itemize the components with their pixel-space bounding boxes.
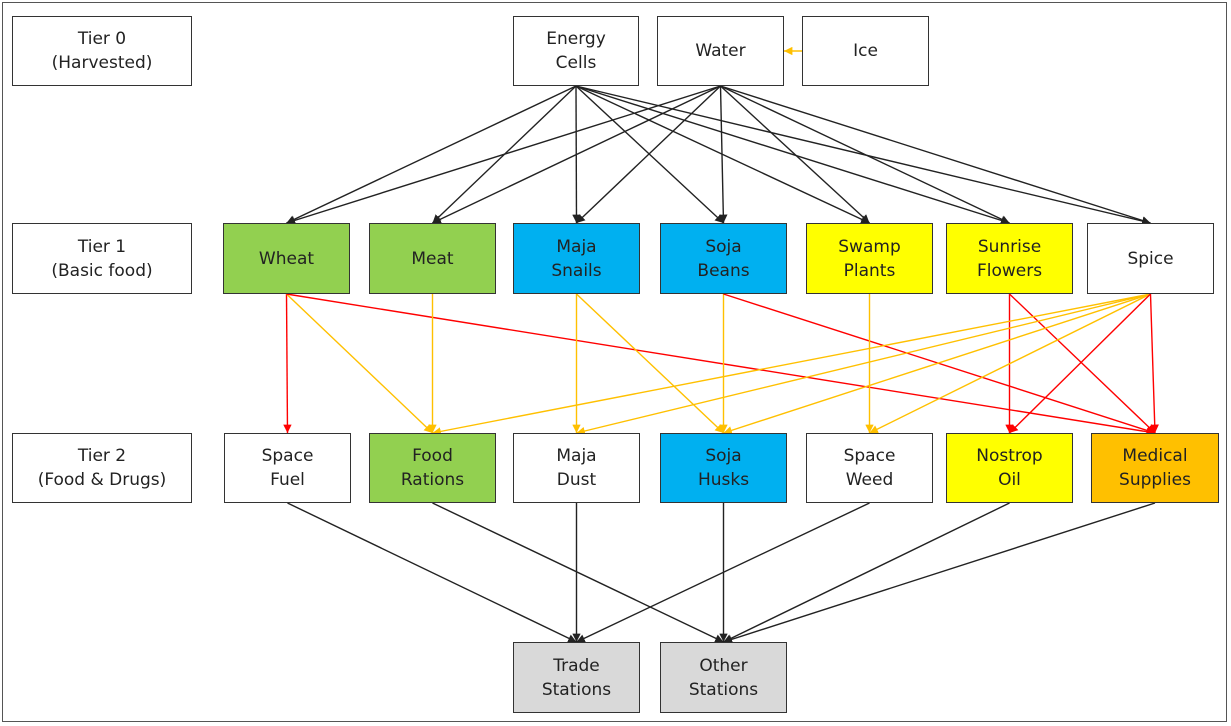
node-sunrise-flowers[interactable]: Sunrise Flowers xyxy=(946,223,1073,294)
edge-water-to-meat xyxy=(432,85,721,224)
tier-1-label: Tier 1 (Basic food) xyxy=(12,223,192,294)
tier-0-label: Tier 0 (Harvested) xyxy=(12,16,192,86)
node-food-rations[interactable]: Food Rations xyxy=(369,433,496,503)
node-nostrop-oil[interactable]: Nostrop Oil xyxy=(946,433,1073,503)
edge-spice-to-space_weed xyxy=(869,293,1151,434)
edge-space_fuel-to-trade_stations xyxy=(287,502,577,643)
edge-water-to-spice xyxy=(720,85,1151,225)
edge-spice-to-food_rations xyxy=(432,293,1151,436)
node-soja-beans[interactable]: Soja Beans xyxy=(660,223,787,294)
tier-2-label: Tier 2 (Food & Drugs) xyxy=(12,433,192,503)
edge-spice-to-medical_supplies xyxy=(1149,293,1159,434)
node-space-fuel[interactable]: Space Fuel xyxy=(224,433,351,503)
edge-water-to-soja_beans xyxy=(719,85,728,224)
edge-water-to-maja_snails xyxy=(576,85,721,224)
edge-energy_cells-to-wheat xyxy=(286,85,577,224)
edge-water-to-swamp_plants xyxy=(720,85,870,224)
edge-spice-to-nostrop_oil xyxy=(1009,293,1151,434)
edge-energy_cells-to-sunrise_flowers xyxy=(575,85,1010,225)
node-wheat[interactable]: Wheat xyxy=(223,223,350,294)
edge-water-to-wheat xyxy=(286,85,721,225)
edge-energy_cells-to-swamp_plants xyxy=(575,85,870,224)
edge-wheat-to-food_rations xyxy=(286,293,433,434)
node-water[interactable]: Water xyxy=(657,16,784,86)
edge-wheat-to-medical_supplies xyxy=(286,293,1156,436)
edge-spice-to-maja_dust xyxy=(576,293,1151,436)
node-space-weed[interactable]: Space Weed xyxy=(806,433,933,503)
edge-maja_snails-to-soja_husks xyxy=(576,293,724,434)
node-maja-dust[interactable]: Maja Dust xyxy=(513,433,640,503)
node-ice[interactable]: Ice xyxy=(802,16,929,86)
edge-water-to-sunrise_flowers xyxy=(720,85,1010,224)
edge-food_rations-to-other_stations xyxy=(432,502,724,643)
node-maja-snails[interactable]: Maja Snails xyxy=(513,223,640,294)
node-energy-cells[interactable]: Energy Cells xyxy=(513,16,639,86)
node-medical-supplies[interactable]: Medical Supplies xyxy=(1091,433,1219,503)
node-swamp-plants[interactable]: Swamp Plants xyxy=(806,223,933,294)
node-spice[interactable]: Spice xyxy=(1087,223,1214,294)
edge-wheat-to-space_fuel xyxy=(283,293,292,434)
edge-nostrop_oil-to-other_stations xyxy=(723,502,1010,643)
edge-spice-to-soja_husks xyxy=(723,293,1151,435)
edge-energy_cells-to-soja_beans xyxy=(575,85,724,224)
node-other-stations[interactable]: Other Stations xyxy=(660,642,787,713)
node-meat[interactable]: Meat xyxy=(369,223,496,294)
node-soja-husks[interactable]: Soja Husks xyxy=(660,433,787,503)
edge-space_weed-to-trade_stations xyxy=(576,502,870,643)
edge-energy_cells-to-spice xyxy=(575,85,1151,226)
edge-medical_supplies-to-other_stations xyxy=(723,502,1156,644)
node-trade-stations[interactable]: Trade Stations xyxy=(513,642,640,713)
